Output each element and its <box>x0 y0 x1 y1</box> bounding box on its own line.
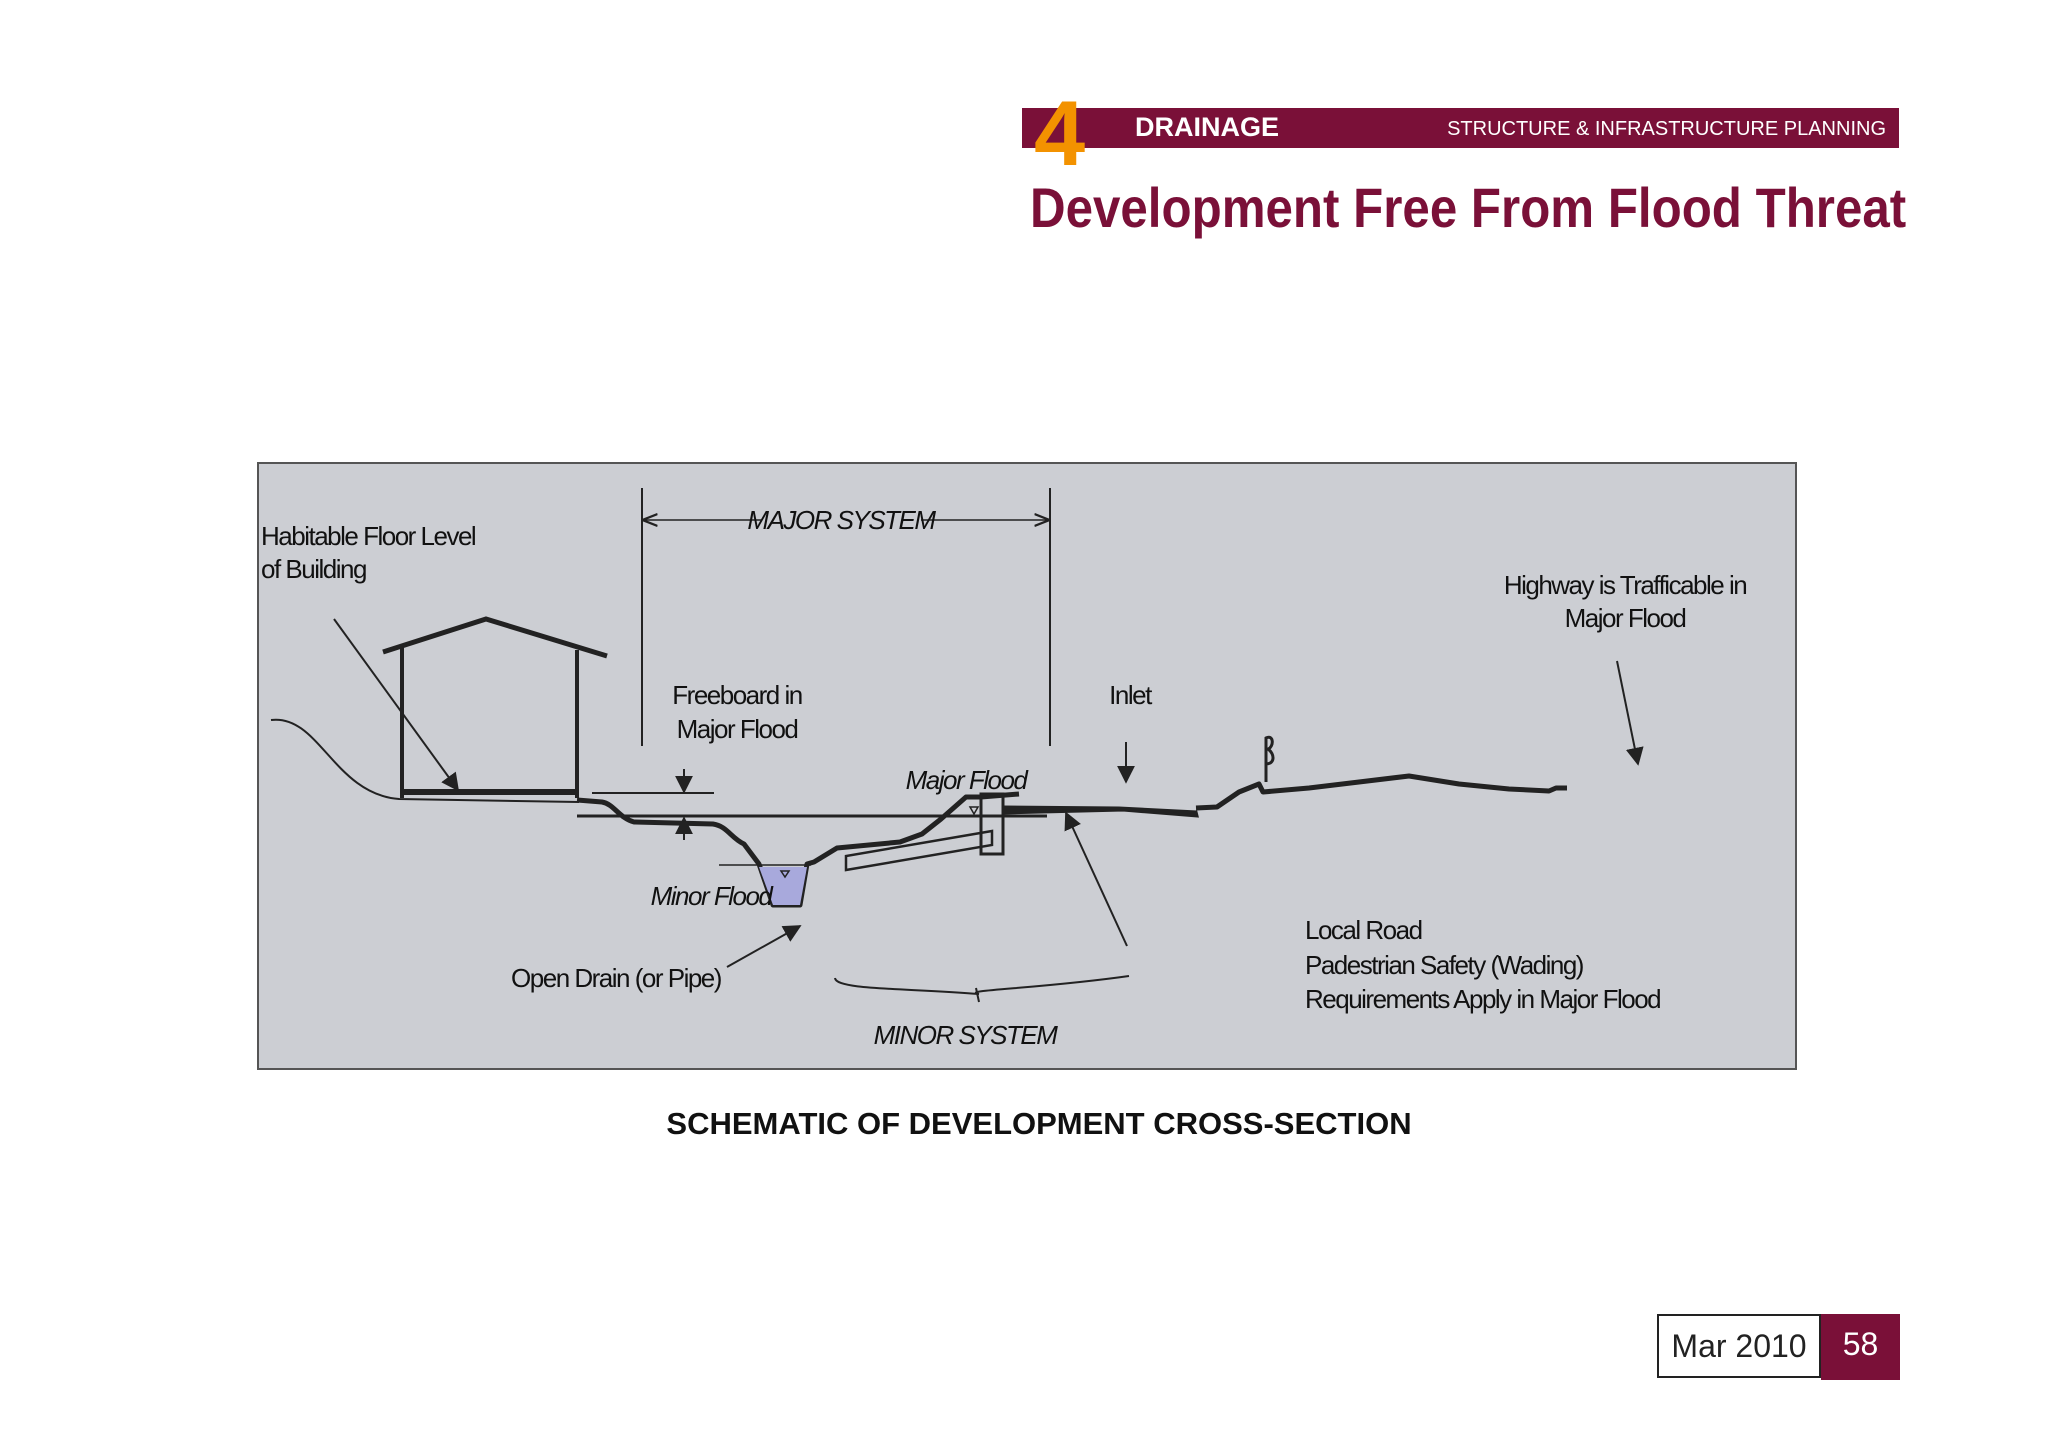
road-sign-icon <box>1264 735 1275 782</box>
ground-profile <box>576 791 1020 908</box>
label-open-drain: Open Drain (or Pipe) <box>511 963 722 993</box>
label-minor-system: MINOR SYSTEM <box>874 1020 1059 1050</box>
label-habitable-floor-2: of Building <box>261 554 366 584</box>
terrain-left <box>270 718 580 803</box>
label-major-flood: Major Flood <box>906 765 1030 795</box>
section-header-bar <box>1022 108 1899 148</box>
page-number: 58 <box>1821 1314 1900 1380</box>
label-inlet: Inlet <box>1109 680 1153 710</box>
water-level-symbol-minor <box>779 870 791 879</box>
diagram-canvas: Habitable Floor Level of Building MAJOR … <box>261 488 1748 1050</box>
label-local-road-2: Padestrian Safety (Wading) <box>1305 950 1584 980</box>
label-major-system: MAJOR SYSTEM <box>747 505 936 535</box>
footer-date: Mar 2010 <box>1657 1314 1821 1378</box>
highway <box>1195 773 1567 811</box>
figure-caption: SCHEMATIC OF DEVELOPMENT CROSS-SECTION <box>666 1106 1412 1141</box>
label-freeboard-1: Freeboard in <box>672 680 801 710</box>
cross-section-diagram: Habitable Floor Level of Building MAJOR … <box>257 462 1797 1070</box>
label-highway-1: Highway is Trafficable in <box>1504 570 1746 600</box>
water-level-symbol-major <box>968 806 980 816</box>
minor-system-brace <box>834 975 1130 995</box>
section-number: 4 <box>1034 83 1086 185</box>
label-highway-2: Major Flood <box>1565 603 1686 633</box>
open-drain-water <box>759 867 807 905</box>
label-local-road-3: Requirements Apply in Major Flood <box>1305 984 1660 1014</box>
label-habitable-floor-1: Habitable Floor Level <box>261 521 476 551</box>
inlet-structure <box>979 792 1005 856</box>
drain-pipe <box>844 829 994 872</box>
section-name: DRAINAGE <box>1135 112 1280 142</box>
building <box>382 616 608 798</box>
label-minor-flood: Minor Flood <box>651 881 775 911</box>
section-category: STRUCTURE & INFRASTRUCTURE PLANNING <box>1447 118 1886 140</box>
label-freeboard-2: Major Flood <box>677 714 798 744</box>
page-title: Development Free From Flood Threat <box>1030 176 1907 239</box>
label-local-road-1: Local Road <box>1305 915 1422 945</box>
local-road <box>1002 805 1199 818</box>
